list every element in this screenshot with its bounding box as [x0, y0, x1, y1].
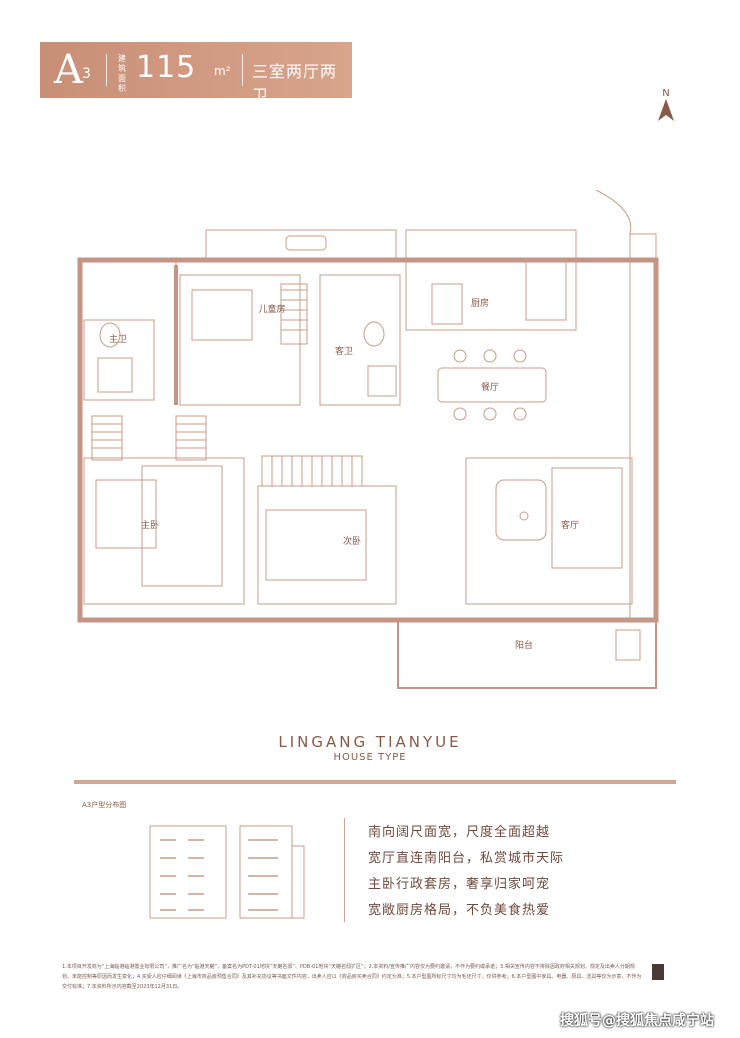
room-label-living-room: 客厅: [561, 519, 579, 531]
room-label-guest-bath: 客卫: [335, 345, 353, 357]
room-label-master-bedroom: 主卧: [141, 519, 159, 531]
selling-points: 南向阔尺面宽，尺度全面超越 宽厅直连南阳台，私赏城市天际 主卧行政套房，奢享归家…: [368, 820, 564, 924]
room-label-dining: 餐厅: [481, 381, 499, 393]
divider-rule: [74, 780, 676, 784]
room-label-master-bath: 主卫: [109, 333, 127, 345]
banner-divider-2: [242, 54, 243, 86]
vertical-divider: [344, 818, 345, 922]
top-balcony: [205, 229, 397, 261]
banner-divider: [106, 54, 107, 86]
compass: N: [656, 88, 676, 124]
floor-plan: 主卫 儿童房 客卫 厨房 餐厅 主卧 次卧 客厅 阳台: [77, 190, 659, 689]
selling-point: 主卧行政套房，奢享归家呵宠: [368, 877, 551, 892]
distribution-map: [149, 825, 305, 919]
distribution-title: A3户型分布图: [82, 801, 127, 809]
project-subtitle: HOUSE TYPE: [333, 752, 407, 763]
room-label-kids-room: 儿童房: [258, 303, 285, 315]
selling-point: 宽敞厨房格局，不负美食热爱: [368, 903, 551, 918]
area-label: 建筑面积: [118, 54, 126, 93]
room-label-kitchen: 厨房: [471, 297, 489, 309]
qr-badge: [652, 964, 664, 980]
area-value: 115: [136, 50, 197, 85]
watermark: 搜狐号@搜狐焦点咸宁站: [560, 1013, 714, 1029]
room-label-balcony: 阳台: [515, 639, 533, 651]
room-type: 三室两厅两卫: [252, 62, 338, 105]
north-label: N: [662, 88, 670, 99]
unit-type-banner: A 3 建筑面积 115 m² 三室两厅两卫: [40, 42, 352, 105]
disclaimer-text: 1.本项目开发商为“上海临港临港置业有限公司”，推广名为“临港天樾”，备案名为P…: [62, 964, 642, 990]
room-label-second-bedroom: 次卧: [343, 535, 361, 547]
unit-type-number: 3: [82, 66, 91, 82]
north-arrow-icon: [658, 99, 674, 121]
selling-point: 宽厅直连南阳台，私赏城市天际: [368, 851, 565, 866]
area-unit: m²: [214, 64, 231, 78]
outer-wall: [77, 257, 659, 623]
selling-point: 南向阔尺面宽，尺度全面超越: [368, 825, 551, 840]
project-name: LINGANG TIANYUE: [278, 733, 462, 751]
unit-type-letter: A: [54, 47, 83, 93]
